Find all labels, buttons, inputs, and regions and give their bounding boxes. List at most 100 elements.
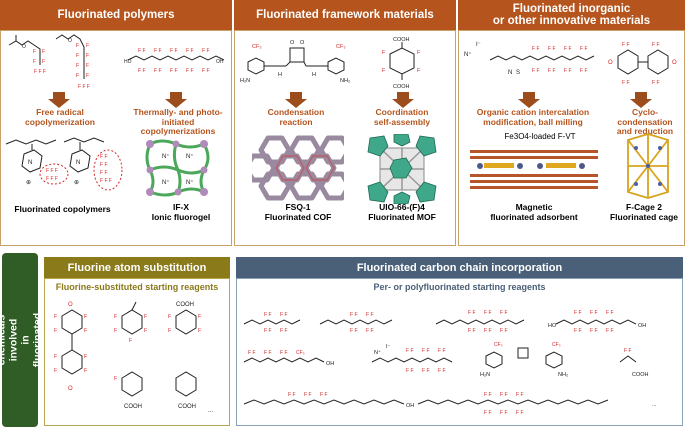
header-fluorinated-framework: Fluorinated framework materials xyxy=(234,0,456,30)
svg-text:NH₂: NH₂ xyxy=(558,372,568,378)
arrow-frameworks-right xyxy=(392,92,414,108)
svg-text:F: F xyxy=(33,59,36,65)
arrow-frameworks-left xyxy=(285,92,307,108)
svg-text:F: F xyxy=(144,314,147,320)
svg-text:F: F xyxy=(417,68,421,74)
svg-text:F: F xyxy=(54,314,57,320)
svg-text:OH: OH xyxy=(638,323,646,329)
svg-text:F: F xyxy=(382,68,386,74)
svg-text:N: N xyxy=(76,160,80,166)
svg-text:COOH: COOH xyxy=(176,302,194,308)
caption-ifx: IF-X xyxy=(172,202,190,212)
arrow-inorganic-right xyxy=(630,92,652,108)
svg-text:F: F xyxy=(168,314,171,320)
svg-text:F: F xyxy=(54,354,57,360)
svg-text:F: F xyxy=(76,63,79,69)
svg-text:F: F xyxy=(114,376,117,382)
svg-text:F F: F F xyxy=(548,68,556,74)
svg-text:I⁻: I⁻ xyxy=(386,344,391,350)
svg-text:F F: F F xyxy=(468,328,476,334)
svg-text:F F: F F xyxy=(484,328,492,334)
svg-text:F F: F F xyxy=(264,312,272,318)
carbon-chain-panel xyxy=(236,278,683,426)
layered-adsorbent-image xyxy=(470,150,598,189)
ionic-fluorogel-network: N⁺N⁺N⁺N⁺ xyxy=(145,139,210,197)
caption-fsq1: FSQ-1 xyxy=(285,202,311,212)
caption-fluorinated-cof: Fluorinated COF xyxy=(264,212,332,222)
svg-text:F F: F F xyxy=(280,350,288,356)
svg-text:F F: F F xyxy=(280,328,288,334)
svg-text:F F: F F xyxy=(422,368,430,374)
svg-text:F F: F F xyxy=(516,410,524,416)
svg-text:F F: F F xyxy=(304,392,312,398)
svg-text:O: O xyxy=(68,386,73,392)
caption-ionic-fluorogel: Ionic fluorogel xyxy=(151,212,211,222)
svg-text:O: O xyxy=(300,40,305,46)
svg-text:F: F xyxy=(84,354,87,360)
fluorine-substitution-panel xyxy=(44,278,230,426)
svg-text:F F: F F xyxy=(590,328,598,334)
carbon-chain-subtitle: Per- or polyfluorinated starting reagent… xyxy=(373,282,546,292)
svg-text:N: N xyxy=(508,70,512,76)
svg-text:N⁺: N⁺ xyxy=(464,51,472,58)
svg-text:⊕: ⊕ xyxy=(74,180,79,186)
svg-text:COOH: COOH xyxy=(124,404,142,410)
svg-text:F F: F F xyxy=(280,312,288,318)
carbon-chain-header: Fluorinated carbon chain incorporation xyxy=(236,257,683,278)
svg-text:F F: F F xyxy=(500,328,508,334)
svg-text:F F: F F xyxy=(532,68,540,74)
svg-text:F F: F F xyxy=(366,328,374,334)
svg-text:F: F xyxy=(114,328,117,334)
label-coordination: Coordination self-assembly xyxy=(373,107,431,127)
arrow-polymers-left xyxy=(48,92,70,108)
svg-text:F F: F F xyxy=(622,42,630,48)
svg-text:N⁺: N⁺ xyxy=(374,349,381,356)
svg-text:F: F xyxy=(144,328,147,334)
svg-text:CF₃: CF₃ xyxy=(296,350,305,356)
svg-text:F: F xyxy=(84,328,87,334)
svg-text:F F: F F xyxy=(500,310,508,316)
svg-text:F F: F F xyxy=(186,48,194,54)
svg-text:F F: F F xyxy=(484,392,492,398)
svg-text:F F: F F xyxy=(438,348,446,354)
svg-text:F F: F F xyxy=(652,80,660,86)
svg-text:F: F xyxy=(86,63,89,69)
svg-text:F: F xyxy=(382,50,386,56)
svg-text:F F: F F xyxy=(422,348,430,354)
svg-text:CF₃: CF₃ xyxy=(494,342,503,348)
arrow-polymers-right xyxy=(165,92,187,108)
svg-text:F F: F F xyxy=(138,68,146,74)
svg-text:F F: F F xyxy=(154,48,162,54)
svg-text:F: F xyxy=(417,50,421,56)
svg-text:F F: F F xyxy=(288,392,296,398)
svg-text:F: F xyxy=(129,338,132,344)
caption-fluorinated-copolymers: Fluorinated copolymers xyxy=(14,204,111,214)
label-thermal-photo: Thermally- and photo- initiated copolyme… xyxy=(133,107,223,136)
svg-text:F: F xyxy=(76,53,79,59)
caption-magnetic: Magnetic xyxy=(515,202,553,212)
svg-text:F F: F F xyxy=(652,42,660,48)
svg-text:F F: F F xyxy=(170,48,178,54)
svg-text:F F: F F xyxy=(264,350,272,356)
svg-text:F F: F F xyxy=(100,170,108,176)
svg-text:F F: F F xyxy=(100,162,108,168)
panel-polymers xyxy=(0,30,232,246)
svg-text:F: F xyxy=(33,49,36,55)
svg-text:N⁺: N⁺ xyxy=(162,179,170,186)
arrow-inorganic-left xyxy=(518,92,540,108)
svg-text:F F: F F xyxy=(624,348,632,354)
svg-text:F F: F F xyxy=(564,68,572,74)
svg-text:F F: F F xyxy=(516,392,524,398)
svg-text:H: H xyxy=(312,72,316,78)
header-fluorinated-inorganic: Fluorinated inorganic or other innovativ… xyxy=(458,0,685,30)
label-free-radical: Free radical copolymerization xyxy=(25,107,95,127)
svg-text:F: F xyxy=(198,314,201,320)
svg-text:O: O xyxy=(22,44,26,50)
svg-text:COOH: COOH xyxy=(393,37,410,43)
svg-text:CF₃: CF₃ xyxy=(252,44,262,50)
svg-text:COOH: COOH xyxy=(178,404,196,410)
